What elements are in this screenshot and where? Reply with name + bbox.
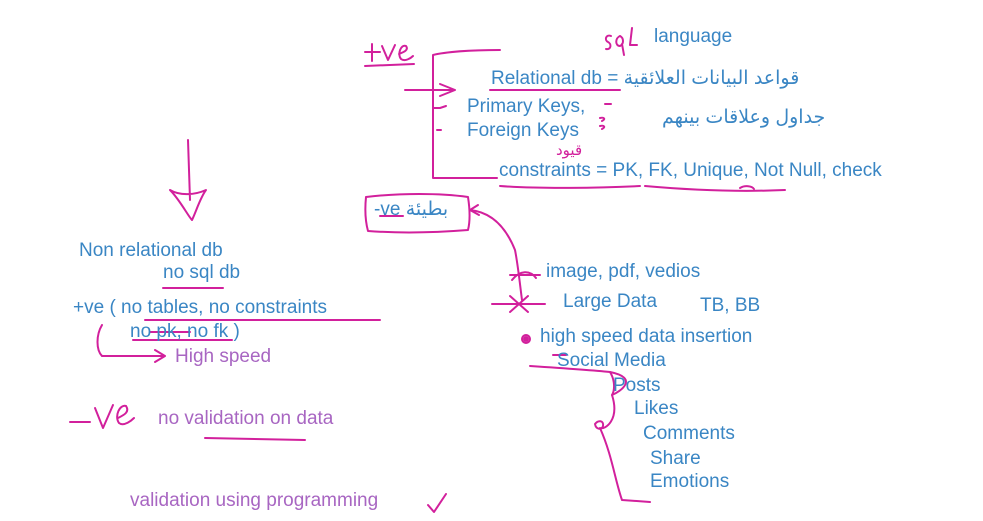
- foreign-keys-label: Foreign Keys: [467, 120, 579, 141]
- data-sizes-label: TB, BB: [700, 295, 761, 316]
- share-label: Share: [650, 448, 701, 469]
- comments-label: Comments: [643, 423, 735, 444]
- social-media-label: Social Media: [557, 350, 666, 371]
- primary-keys-label: Primary Keys,: [467, 96, 586, 117]
- minus-ve-slow-label: -ve بطيئة: [374, 199, 449, 220]
- arabic-tables-relations: جداول وعلاقات بينهم: [662, 107, 826, 128]
- likes-label: Likes: [634, 398, 679, 419]
- relational-db-text: Relational db = قواعد البيانات العلائقية: [491, 68, 800, 89]
- minus-ve-scribble-lower: [69, 404, 135, 429]
- non-relational-title: Non relational db: [79, 240, 223, 261]
- down-arrow-doodle: [169, 139, 207, 221]
- use-case-connector: [469, 209, 523, 301]
- large-data-label: Large Data: [563, 291, 658, 312]
- media-types-label: image, pdf, vedios: [546, 261, 701, 282]
- constraints-arabic-note: قيود: [556, 142, 583, 159]
- sql-scribble: [604, 27, 638, 56]
- language-label: language: [654, 26, 733, 47]
- emotions-label: Emotions: [650, 471, 730, 492]
- posts-label: Posts: [613, 375, 661, 396]
- plus-ve-no-tables: +ve ( no tables, no constraints: [73, 297, 328, 318]
- plus-ve-scribble: [364, 43, 415, 67]
- validation-programming-label: validation using programming: [130, 490, 379, 511]
- no-validation-label: no validation on data: [158, 408, 334, 429]
- constraints-line: constraints = PK, FK, Unique, Not Null, …: [499, 160, 882, 181]
- no-sql-db-label: no sql db: [163, 262, 241, 283]
- high-speed-insertion-label: high speed data insertion: [540, 326, 753, 347]
- high-speed-label: High speed: [175, 346, 272, 367]
- no-pk-no-fk: no pk, no fk ): [130, 321, 240, 342]
- relational-db-title: Relational db = قواعد البيانات العلائقية: [491, 68, 799, 90]
